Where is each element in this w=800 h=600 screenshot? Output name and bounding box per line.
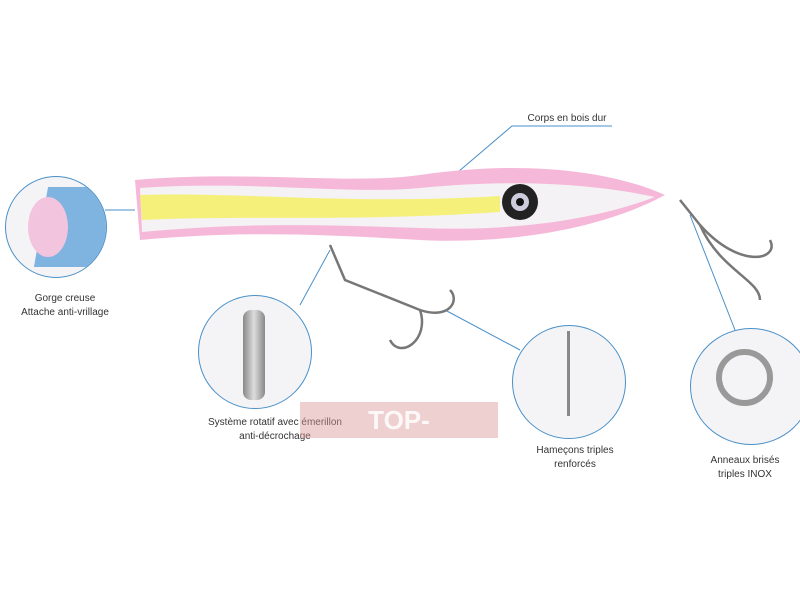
detail-circle-rings — [690, 328, 800, 445]
lure-body — [135, 167, 665, 241]
label-mouth: Gorge creuse Attache anti-vrillage — [10, 292, 120, 320]
label-rings-line1: Anneaux brisés — [710, 455, 780, 466]
label-rings-line2: triples INOX — [718, 469, 772, 480]
label-hooks: Hameçons triples renforcés — [520, 444, 630, 472]
label-hooks-line1: Hameçons triples — [536, 445, 614, 456]
label-swivel-line1: Système rotatif avec émerillon — [208, 417, 342, 428]
label-swivel: Système rotatif avec émerillon anti-décr… — [180, 416, 370, 444]
detail-circle-swivel — [198, 295, 312, 409]
label-mouth-line2: Attache anti-vrillage — [21, 307, 109, 318]
label-rings: Anneaux brisés triples INOX — [690, 454, 800, 482]
label-body: Corps en bois dur — [527, 113, 607, 124]
watermark: TOP-FISHING.FR — [300, 402, 498, 471]
label-hooks-line2: renforcés — [554, 459, 596, 470]
detail-circle-mouth — [5, 176, 107, 278]
hooks — [328, 199, 773, 350]
label-mouth-line1: Gorge creuse — [34, 293, 96, 304]
callout-lines — [105, 125, 736, 351]
detail-circle-hooks — [512, 325, 626, 439]
label-swivel-line2: anti-décrochage — [239, 431, 311, 442]
